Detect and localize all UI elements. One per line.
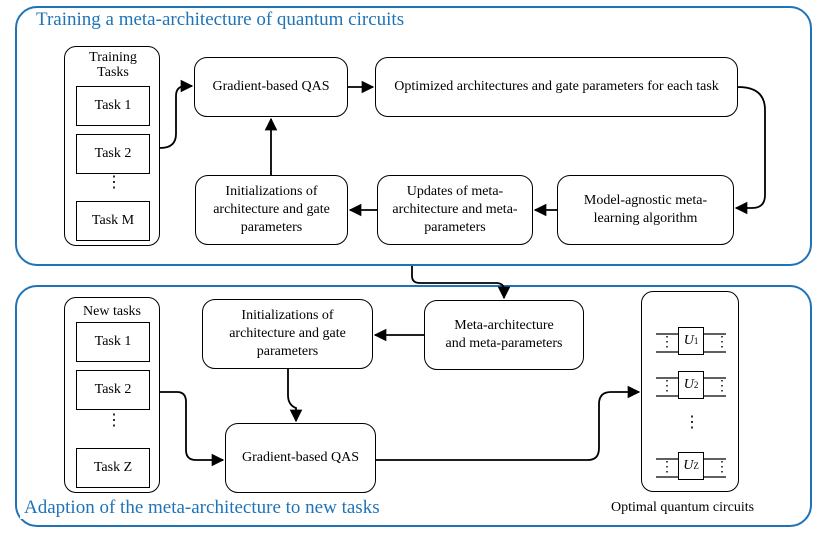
- top-initializations-box: Initializations of architecture and gate…: [195, 175, 348, 245]
- arrow-tasks-to-qas: [159, 79, 194, 149]
- arrow-optimized-to-maml: [734, 86, 766, 215]
- bottom-gradient-qas-box: Gradient-based QAS: [225, 423, 376, 493]
- top-gradient-qas-box: Gradient-based QAS: [194, 57, 348, 117]
- training-task-m: Task M: [76, 201, 150, 241]
- new-tasks-title: New tasks: [83, 304, 141, 319]
- training-task-2: Task 2: [76, 134, 150, 174]
- training-tasks-group: Training Tasks Task 1 Task 2 ⋮ Task M: [64, 46, 160, 246]
- updates-box: Updates of meta-architecture and meta-pa…: [377, 175, 533, 245]
- adaption-panel-title: Adaption of the meta-architecture to new…: [20, 497, 384, 519]
- adaption-panel: [15, 285, 812, 527]
- training-task-1: Task 1: [76, 86, 150, 126]
- training-panel: [15, 6, 812, 266]
- optimal-circuits-caption: Optimal quantum circuits: [611, 500, 755, 515]
- arrow-init-to-bottom-qas: [287, 369, 303, 423]
- bottom-initializations-box: Initializations of architecture and gate…: [202, 299, 373, 369]
- meta-architecture-box: Meta-architecture and meta-parameters: [424, 300, 584, 370]
- arrow-newtasks-to-qas: [160, 391, 225, 467]
- arrow-panel-link: [411, 266, 511, 300]
- new-task-1: Task 1: [76, 322, 150, 362]
- svg-text:⋮: ⋮: [660, 460, 674, 475]
- training-panel-title: Training a meta-architecture of quantum …: [36, 9, 405, 30]
- optimized-architectures-box: Optimized architectures and gate paramet…: [375, 57, 738, 117]
- svg-text:⋮: ⋮: [660, 379, 674, 394]
- training-tasks-title: Training Tasks: [89, 50, 137, 80]
- new-task-z: Task Z: [76, 448, 150, 488]
- arrow-qas-to-circuits: [376, 385, 641, 461]
- svg-text:⋮: ⋮: [660, 335, 674, 350]
- maml-box: Model-agnostic meta-learning algorithm: [557, 175, 734, 245]
- new-task-2: Task 2: [76, 370, 150, 410]
- svg-text:⋮: ⋮: [715, 460, 726, 475]
- svg-text:⋮: ⋮: [715, 379, 726, 394]
- new-tasks-group: New tasks Task 1 Task 2 ⋮ Task Z: [64, 297, 160, 493]
- svg-text:⋮: ⋮: [715, 335, 726, 350]
